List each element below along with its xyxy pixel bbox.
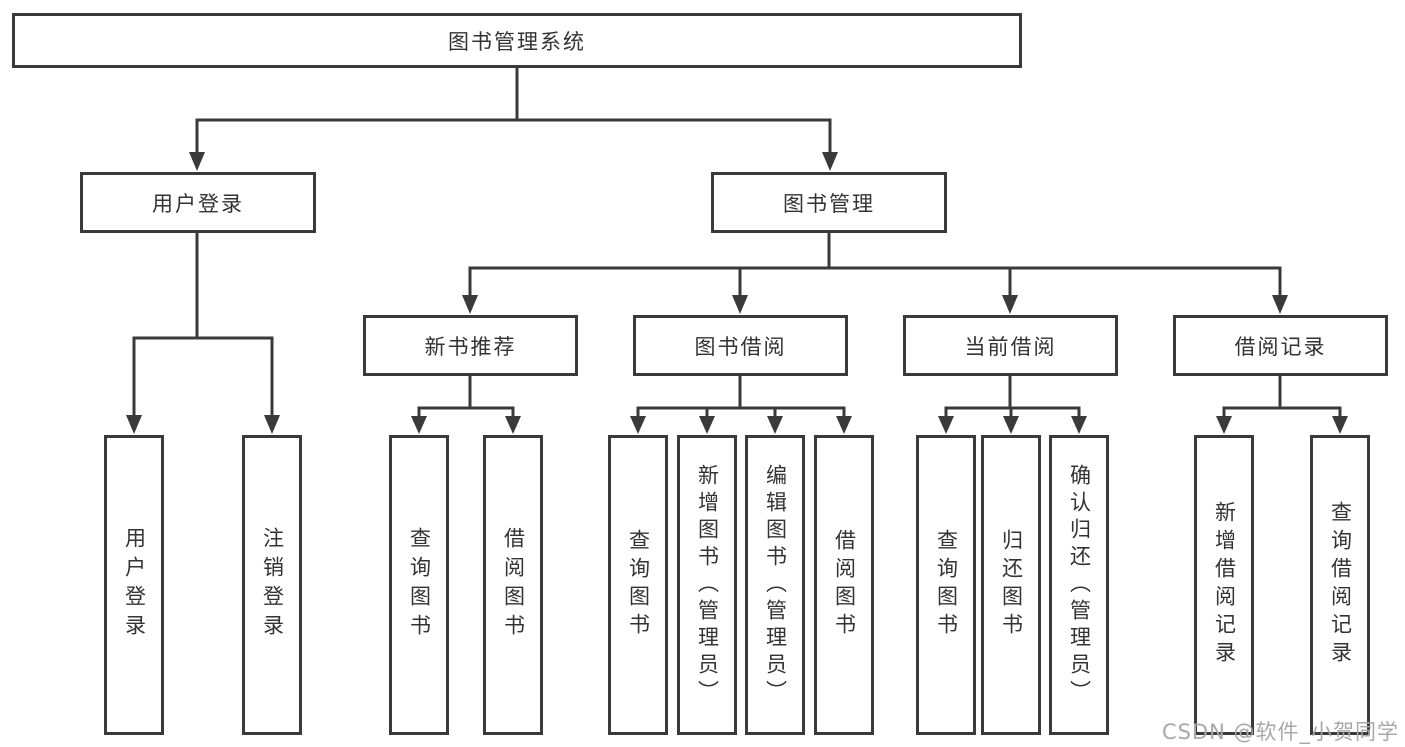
- leaf-query-books-borrowing: 查询图书: [608, 435, 668, 735]
- leaf-confirm-return-admin: 确认归还（管理员）: [1049, 435, 1109, 735]
- connector-current-borrowing-to-children: [938, 376, 1087, 434]
- leaf-logout: 注销登录: [242, 435, 302, 735]
- leaf-edit-book-admin: 编辑图书（管理员）: [745, 435, 805, 735]
- watermark-csdn: CSDN @软件_小贺同学: [1161, 720, 1399, 744]
- connector-new-book-to-children: [411, 376, 521, 434]
- connector-book-borrowing-to-children: [630, 376, 852, 434]
- node-book-borrowing: 图书借阅: [633, 315, 848, 376]
- leaf-query-books-current: 查询图书: [916, 435, 976, 735]
- node-current-borrowing: 当前借阅: [903, 315, 1118, 376]
- leaf-add-book-admin: 新增图书（管理员）: [677, 435, 737, 735]
- leaf-return-books: 归还图书: [981, 435, 1041, 735]
- leaf-user-login: 用户登录: [104, 435, 164, 735]
- leaf-add-borrow-record: 新增借阅记录: [1194, 435, 1254, 735]
- node-borrowing-records: 借阅记录: [1173, 315, 1388, 376]
- leaf-query-books-newbook: 查询图书: [389, 435, 449, 735]
- connector-user-login-to-children: [126, 233, 280, 434]
- node-book-management: 图书管理: [711, 172, 947, 233]
- node-user-login: 用户登录: [80, 172, 316, 233]
- connector-borrowing-records-to-children: [1216, 376, 1348, 434]
- leaf-query-borrow-record: 查询借阅记录: [1310, 435, 1370, 735]
- leaf-borrow-books-borrowing: 借阅图书: [814, 435, 874, 735]
- connector-root-to-level2: [189, 68, 838, 171]
- node-new-book-recommendation: 新书推荐: [363, 315, 578, 376]
- connector-book-management-to-level3: [462, 233, 1288, 314]
- leaf-borrow-books-newbook: 借阅图书: [483, 435, 543, 735]
- node-library-management-system: 图书管理系统: [12, 13, 1022, 68]
